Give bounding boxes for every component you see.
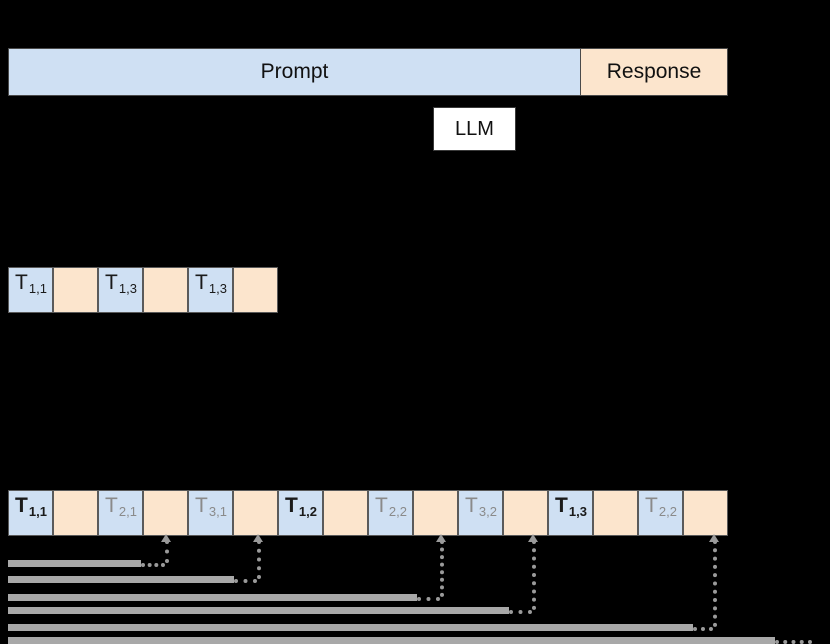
response-label: Response bbox=[606, 60, 702, 83]
token-label: T1,3 bbox=[555, 494, 587, 519]
flow-arrowhead-5 bbox=[709, 534, 719, 542]
flow-bar-1 bbox=[8, 560, 141, 567]
flow-bar-2 bbox=[8, 576, 234, 583]
llm-box: LLM bbox=[433, 107, 516, 151]
middle-token-1-3: T1,3 bbox=[98, 267, 143, 313]
bottom-token-2-2: T2,2 bbox=[638, 490, 683, 536]
bottom-token-blank-7 bbox=[323, 490, 368, 536]
flow-dash-horizontal-3 bbox=[417, 597, 440, 601]
middle-token-1-3: T1,3 bbox=[188, 267, 233, 313]
flow-dash-horizontal-1 bbox=[141, 563, 165, 567]
middle-token-blank-1 bbox=[53, 267, 98, 313]
flow-dash-horizontal-2 bbox=[234, 579, 257, 583]
flow-dash-horizontal-6 bbox=[775, 640, 812, 644]
flow-dash-vertical-1 bbox=[165, 540, 169, 563]
flow-bar-3 bbox=[8, 594, 417, 601]
bottom-token-blank-15 bbox=[683, 490, 728, 536]
bottom-token-1-3: T1,3 bbox=[548, 490, 593, 536]
prompt-bar: Prompt bbox=[8, 48, 581, 96]
token-label: T1,1 bbox=[15, 271, 47, 296]
flow-dash-vertical-5 bbox=[713, 540, 717, 627]
flow-dash-vertical-4 bbox=[532, 540, 536, 610]
flow-dash-horizontal-4 bbox=[509, 610, 532, 614]
token-label: T3,1 bbox=[195, 494, 227, 519]
flow-arrowhead-2 bbox=[253, 534, 263, 542]
token-label: T1,2 bbox=[285, 494, 317, 519]
token-label: T2,1 bbox=[105, 494, 137, 519]
middle-token-blank-5 bbox=[233, 267, 278, 313]
bottom-token-blank-13 bbox=[593, 490, 638, 536]
flow-arrowhead-1 bbox=[161, 534, 171, 542]
bottom-token-blank-1 bbox=[53, 490, 98, 536]
token-label: T2,2 bbox=[645, 494, 677, 519]
token-label: T3,2 bbox=[465, 494, 497, 519]
flow-dash-vertical-3 bbox=[440, 540, 444, 597]
token-label: T1,1 bbox=[15, 494, 47, 519]
flow-bar-4 bbox=[8, 607, 509, 614]
bottom-token-1-2: T1,2 bbox=[278, 490, 323, 536]
flow-arrowhead-4 bbox=[528, 534, 538, 542]
token-label: T2,2 bbox=[375, 494, 407, 519]
bottom-token-3-2: T3,2 bbox=[458, 490, 503, 536]
flow-bar-5 bbox=[8, 624, 693, 631]
bottom-token-blank-11 bbox=[503, 490, 548, 536]
flow-bar-6 bbox=[8, 637, 775, 644]
bottom-token-1-1: T1,1 bbox=[8, 490, 53, 536]
bottom-token-2-1: T2,1 bbox=[98, 490, 143, 536]
prompt-label: Prompt bbox=[260, 60, 329, 83]
bottom-token-3-1: T3,1 bbox=[188, 490, 233, 536]
middle-token-1-1: T1,1 bbox=[8, 267, 53, 313]
response-bar: Response bbox=[580, 48, 728, 96]
middle-token-blank-3 bbox=[143, 267, 188, 313]
bottom-token-2-2: T2,2 bbox=[368, 490, 413, 536]
token-label: T1,3 bbox=[105, 271, 137, 296]
llm-label: LLM bbox=[455, 117, 494, 140]
flow-arrowhead-3 bbox=[436, 534, 446, 542]
flow-dash-horizontal-5 bbox=[693, 627, 713, 631]
bottom-token-blank-9 bbox=[413, 490, 458, 536]
flow-dash-vertical-2 bbox=[257, 540, 261, 579]
token-label: T1,3 bbox=[195, 271, 227, 296]
bottom-token-blank-5 bbox=[233, 490, 278, 536]
bottom-token-blank-3 bbox=[143, 490, 188, 536]
